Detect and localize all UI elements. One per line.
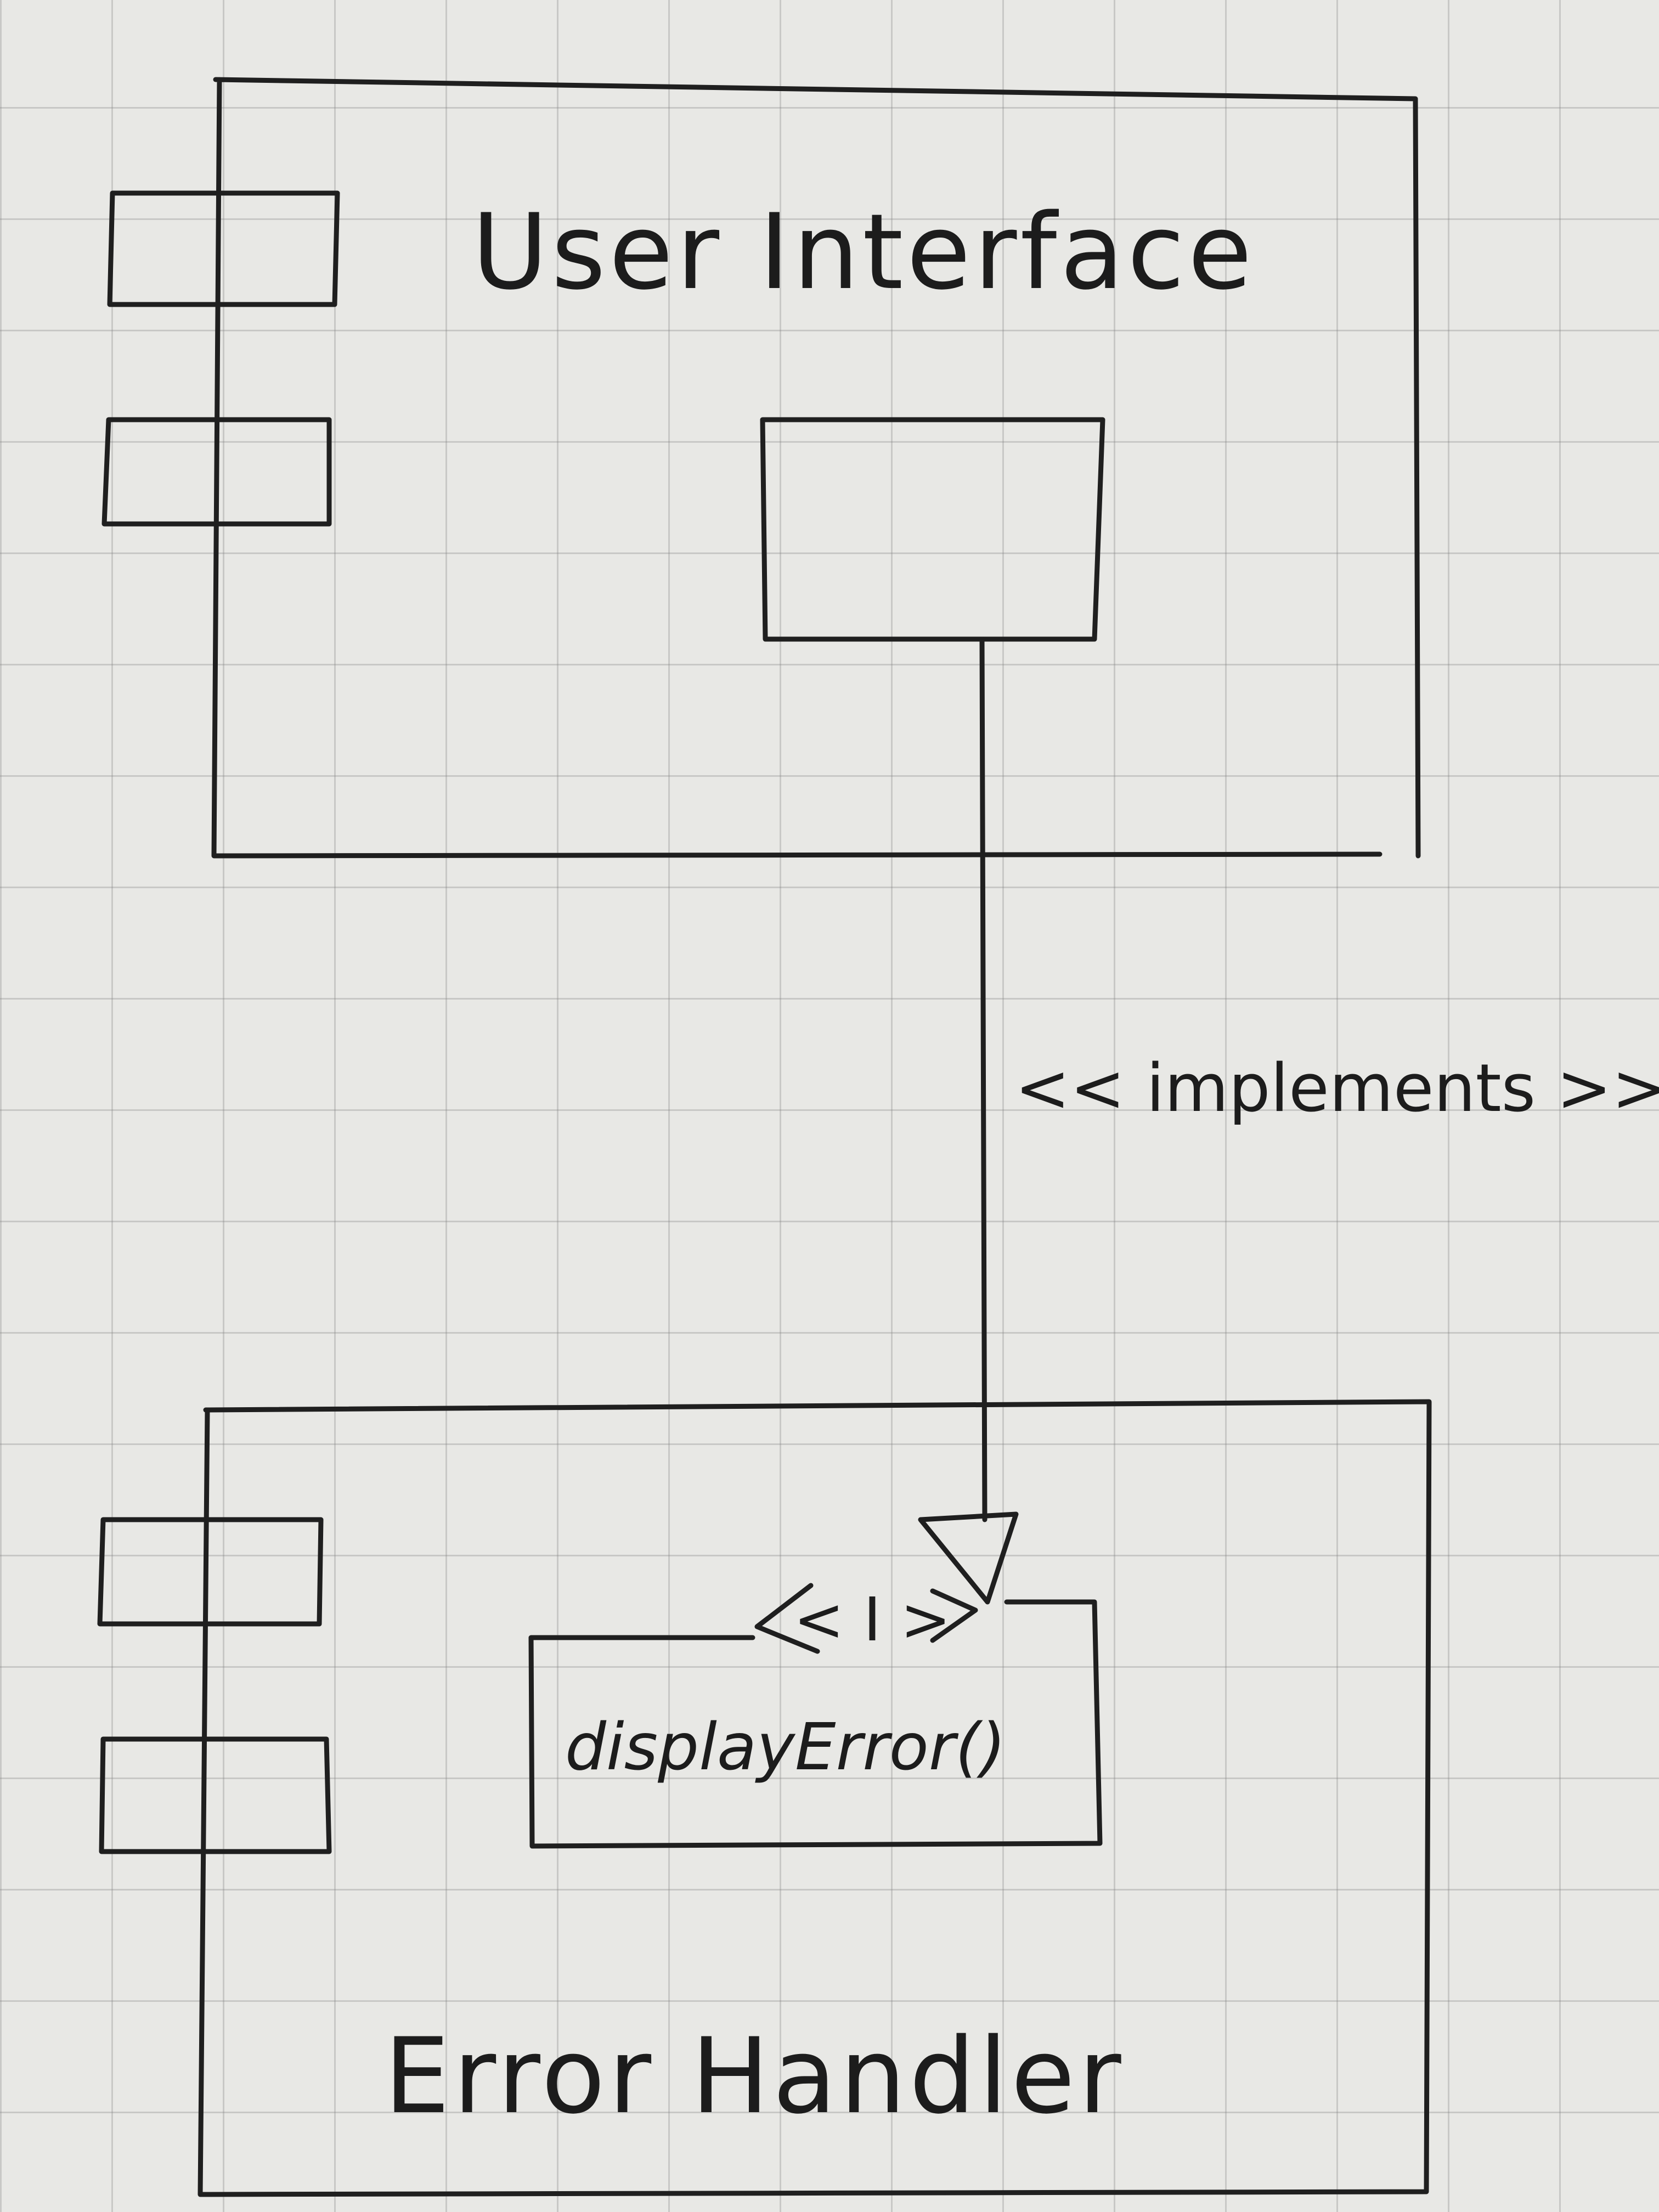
implements-label: << implements >> bbox=[1015, 1051, 1659, 1127]
ui-inner-box bbox=[760, 417, 1105, 642]
error-handler-label: Error Handler bbox=[384, 2016, 1125, 2137]
interface-stereotype: < I > bbox=[794, 1584, 951, 1655]
implements-line bbox=[979, 636, 988, 1522]
component-tab-top bbox=[107, 190, 340, 307]
realization-arrowhead bbox=[918, 1511, 1019, 1605]
user-interface-label: User Interface bbox=[472, 191, 1255, 313]
interface-chevron-left bbox=[754, 1583, 820, 1654]
interface-chevron-right bbox=[930, 1588, 978, 1643]
display-error-operation: displayError() bbox=[565, 1709, 1006, 1785]
component-tab-bottom bbox=[99, 1736, 332, 1854]
interface-box bbox=[528, 1599, 1103, 1849]
component-tab-bottom bbox=[101, 417, 332, 527]
component-tab-top bbox=[97, 1517, 324, 1627]
error-handler-component: < I > displayError() Error Handler bbox=[97, 1399, 1432, 2197]
user-interface-frame bbox=[211, 77, 1421, 859]
user-interface-component: User Interface bbox=[101, 77, 1421, 859]
implements-connector: << implements >> bbox=[918, 636, 1659, 1605]
error-handler-frame bbox=[198, 1399, 1432, 2197]
